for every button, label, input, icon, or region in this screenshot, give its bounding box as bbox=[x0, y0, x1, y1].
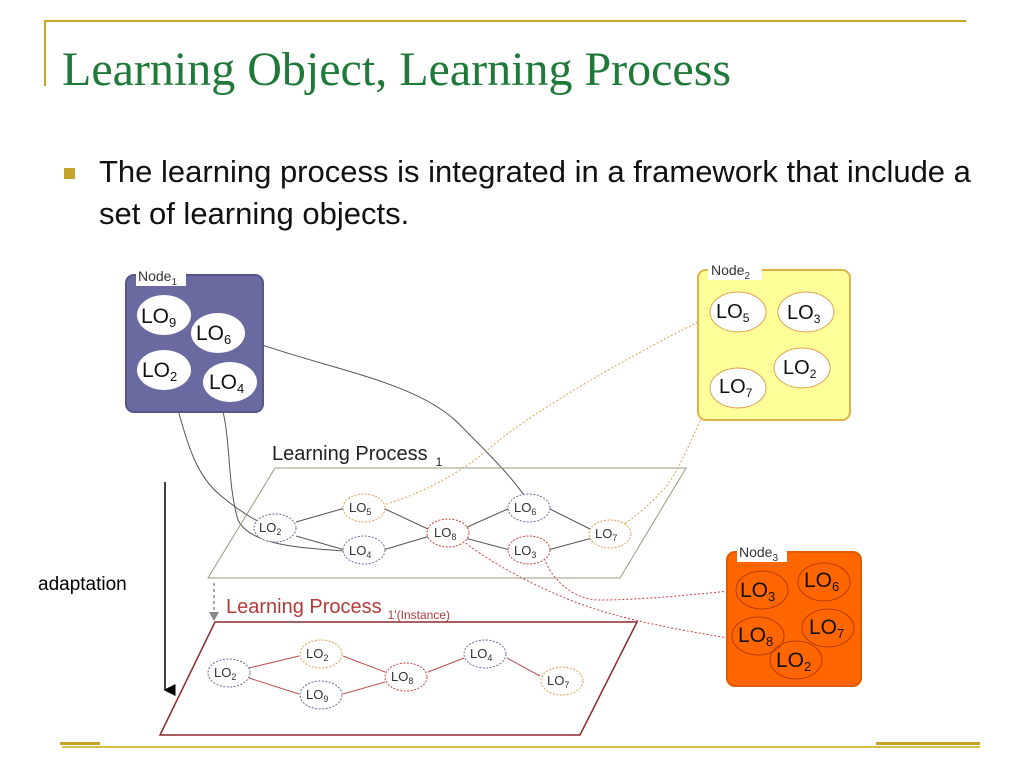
node-3: Node3 LO3 LO6 LO8 LO7 LO2 bbox=[726, 542, 862, 687]
frame-left-accent bbox=[44, 20, 46, 86]
frame-bottom-accent-right bbox=[876, 742, 980, 745]
svg-text:Node1: Node1 bbox=[138, 268, 177, 288]
svg-text:LO6: LO6 bbox=[804, 569, 839, 594]
svg-text:LO5: LO5 bbox=[349, 500, 371, 517]
frame-bottom-line bbox=[62, 746, 980, 748]
learning-process-1: Learning Process 1 LO2 LO5 LO4 LO8 LO6 LO… bbox=[207, 443, 687, 579]
lp1-subscript: 1 bbox=[436, 455, 443, 469]
lp2-edges bbox=[248, 655, 541, 695]
link-node2-lo5-to-lp1-lo5 bbox=[379, 314, 713, 507]
lp2-lo7: LO7 bbox=[540, 666, 584, 696]
link-node1-lo4-to-lp1-lo4 bbox=[217, 394, 346, 552]
node1-lo6: LO6 bbox=[191, 313, 245, 353]
link-node3-lo3-to-lp1-lo3 bbox=[544, 559, 741, 601]
node1-lo2: LO2 bbox=[137, 350, 191, 390]
node2-lo5: LO5 bbox=[709, 291, 767, 333]
link-node3-lo8-to-lp1-lo8 bbox=[461, 539, 741, 641]
link-node2-lo7-to-lp1-lo7 bbox=[609, 394, 713, 533]
svg-text:Node3: Node3 bbox=[739, 544, 778, 564]
node1-lo9: LO9 bbox=[137, 295, 191, 335]
lp1-edges bbox=[295, 507, 593, 551]
slide-title: Learning Object, Learning Process bbox=[62, 43, 732, 96]
svg-text:LO4: LO4 bbox=[349, 543, 371, 560]
bullet-square-icon bbox=[64, 168, 75, 179]
node-2: Node2 LO5 LO3 LO2 LO7 bbox=[697, 260, 851, 421]
frame-bottom-accent-left bbox=[60, 742, 100, 745]
link-node1-lo6-to-lp1-lo6 bbox=[241, 337, 528, 501]
svg-text:Node2: Node2 bbox=[711, 262, 750, 282]
svg-text:LO7: LO7 bbox=[547, 673, 569, 690]
node-1: Node1 LO9 LO6 LO2 LO4 bbox=[125, 266, 264, 413]
node3-lo6: LO6 bbox=[797, 562, 851, 602]
svg-text:LO2: LO2 bbox=[306, 646, 328, 663]
node2-lo2: LO2 bbox=[773, 347, 831, 389]
lp1-lo7: LO7 bbox=[588, 519, 632, 549]
lp2-lo2: LO2 bbox=[207, 658, 251, 688]
svg-text:LO4: LO4 bbox=[470, 646, 492, 663]
svg-text:LO7: LO7 bbox=[595, 526, 617, 543]
lp2-lo9: LO9 bbox=[299, 680, 343, 710]
svg-text:LO2: LO2 bbox=[214, 665, 236, 682]
learning-process-1-instance: Learning Process 1'(Instance) LO2 LO2 LO9… bbox=[158, 596, 639, 736]
lp2-lo2b: LO2 bbox=[299, 639, 343, 669]
svg-text:LO9: LO9 bbox=[306, 687, 328, 704]
bullet-text: The learning process is integrated in a … bbox=[99, 154, 971, 231]
svg-text:LO8: LO8 bbox=[391, 669, 413, 686]
lp2-label: Learning Process bbox=[226, 596, 382, 618]
lp2-subscript: 1'(Instance) bbox=[388, 608, 450, 622]
svg-text:LO8: LO8 bbox=[434, 525, 456, 542]
lp1-lo6: LO6 bbox=[507, 493, 551, 523]
lp1-lo2: LO2 bbox=[253, 513, 297, 543]
frame-top-line bbox=[44, 20, 966, 22]
node1-lo4: LO4 bbox=[203, 362, 257, 402]
lp1-lo8: LO8 bbox=[426, 518, 470, 548]
lp2-lo4: LO4 bbox=[463, 639, 507, 669]
lp1-label: Learning Process bbox=[272, 443, 428, 465]
svg-text:LO3: LO3 bbox=[514, 543, 536, 560]
lp2-lo8: LO8 bbox=[384, 662, 428, 692]
svg-text:LO6: LO6 bbox=[514, 500, 536, 517]
svg-text:LO2: LO2 bbox=[259, 520, 281, 537]
adaptation-label: adaptation bbox=[38, 574, 127, 595]
node2-lo7: LO7 bbox=[709, 367, 767, 409]
lp1-lo4: LO4 bbox=[342, 535, 386, 565]
lp1-lo5: LO5 bbox=[342, 493, 386, 523]
lp1-lo3: LO3 bbox=[507, 535, 551, 565]
node2-lo3: LO3 bbox=[777, 291, 835, 333]
